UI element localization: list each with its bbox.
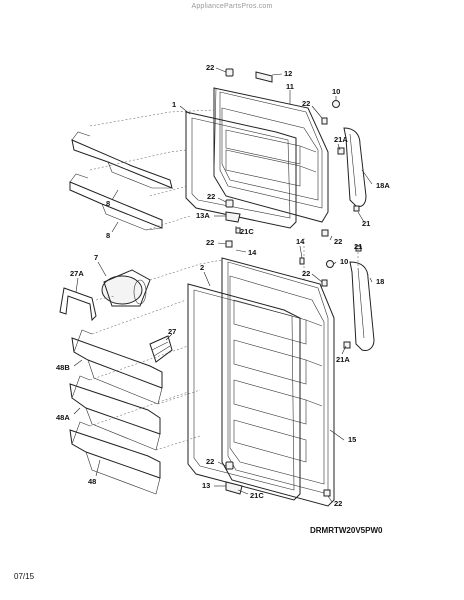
freezer-nameplate-12 [255,71,273,83]
fresh-food-door-gasket-2 [187,283,301,501]
freezer-door-inner-liner [221,107,319,201]
callout-21a: 21A [336,355,350,364]
freezer-hardware [225,68,360,237]
callout-21: 21 [362,219,370,228]
fresh-food-dashes [89,259,223,451]
door-bins-48b-48a-48 [69,329,163,495]
callout-13: 13 [202,481,210,490]
callout-22: 22 [334,237,342,246]
callout-21: 21 [354,242,362,251]
callout-22: 22 [334,499,342,508]
callout-21c: 21C [250,491,264,500]
callout-22: 22 [207,192,215,201]
callout-22: 22 [302,269,310,278]
callout-18a: 18A [376,181,390,190]
callout-14: 14 [296,237,305,246]
callout-2: 2 [200,263,204,272]
callout-13a: 13A [196,211,210,220]
callout-11: 11 [286,82,294,91]
callout-10: 10 [332,87,340,96]
butter-compartment-7 [101,269,151,307]
freezer-door-gasket-1 [185,111,297,229]
callout-48: 48 [88,477,96,486]
freezer-shelves-8 [69,131,173,231]
callout-27: 27 [168,327,176,336]
callout-22: 22 [206,238,214,247]
callout-48a: 48A [56,413,70,422]
bin-cover-27 [149,335,173,363]
callout-27a: 27A [70,269,84,278]
callout-22: 22 [206,63,214,72]
callout-15: 15 [348,435,356,444]
callout-7: 7 [94,253,98,262]
model-code-label: DRMRTW20V5PW0 [310,526,383,535]
fresh-food-door-inner-liner [229,275,325,485]
revision-date: 07/15 [14,572,35,581]
callout-48b: 48B [56,363,70,372]
callout-labels: 22 12 11 1 10 22 21A 18A 8 8 22 13A 21C … [56,63,390,508]
callout-8: 8 [106,199,110,208]
watermark-text: AppliancePartsPros.com [191,3,273,10]
callout-14: 14 [248,248,257,257]
fresh-food-door-outer-panel-15 [221,257,335,507]
callout-18: 18 [376,277,384,286]
dairy-door-27a [59,287,97,322]
freezer-door-outer-panel-11 [213,87,329,223]
leader-lines [73,67,373,503]
callout-22: 22 [206,457,214,466]
callout-12: 12 [284,69,292,78]
callout-8: 8 [106,231,110,240]
fresh-food-handle-18 [349,261,375,351]
callout-21a: 21A [334,135,348,144]
callout-10: 10 [340,257,348,266]
fresh-food-hardware [225,240,362,497]
callout-22: 22 [302,99,310,108]
callout-21c: 21C [240,227,254,236]
callout-1: 1 [172,100,176,109]
